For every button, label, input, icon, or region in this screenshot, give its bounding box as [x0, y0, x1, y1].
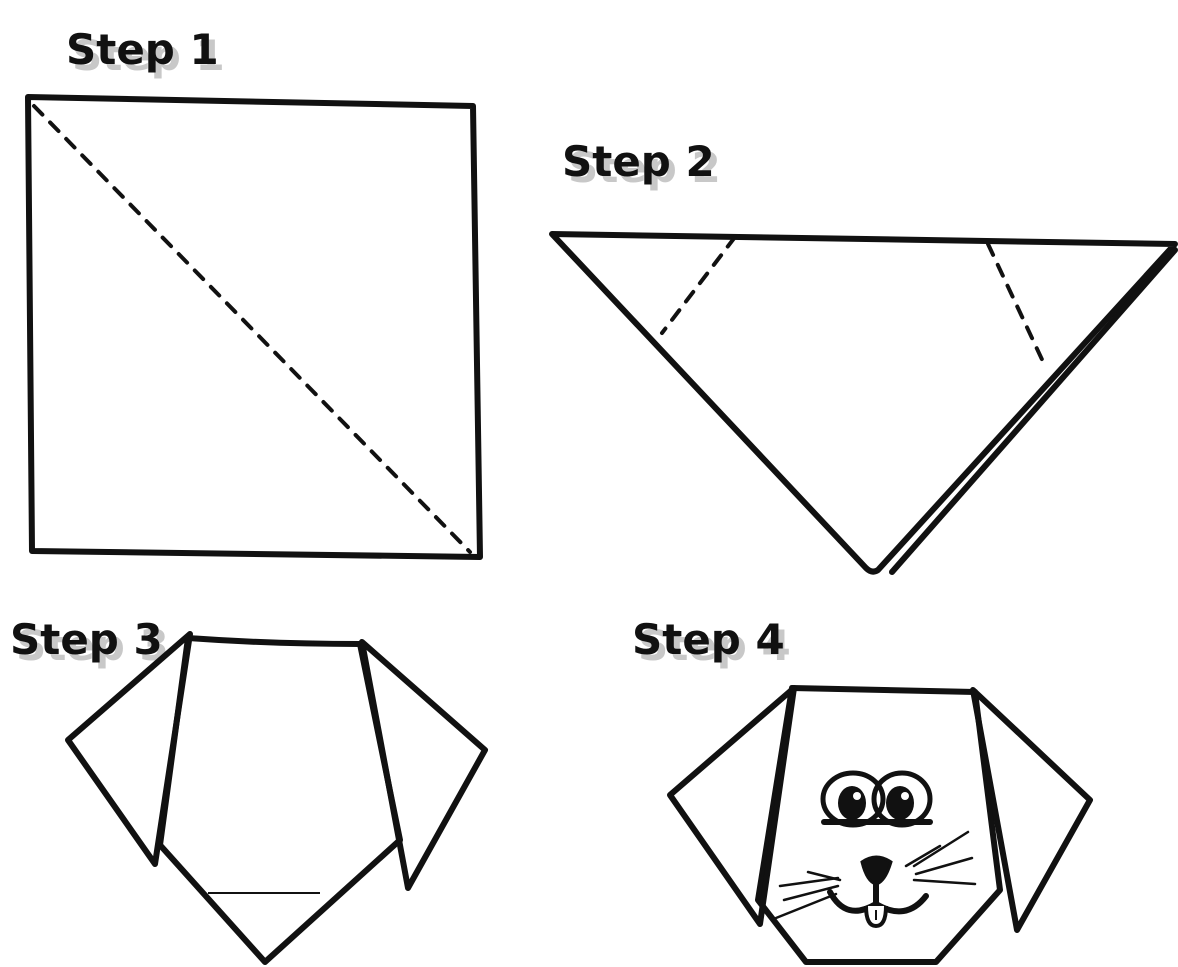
step-4-label: Step 4	[632, 615, 785, 664]
dog-left-ear	[670, 688, 794, 924]
square-paper	[28, 97, 480, 557]
step-2: Step 2 Step 2	[552, 137, 1175, 572]
step-2-label: Step 2	[562, 137, 715, 186]
step-1: Step 1 Step 1	[28, 25, 480, 557]
step-3-label: Step 3	[10, 615, 163, 664]
right-ear	[362, 642, 485, 888]
left-ear-fold-line	[662, 237, 735, 333]
step-4: Step 4 Step 4	[632, 615, 1090, 962]
dog-nose	[862, 857, 891, 884]
triangle-paper	[552, 234, 1175, 572]
right-ear-fold-line	[988, 244, 1046, 368]
diagonal-fold-line	[34, 106, 470, 552]
head-outline	[160, 638, 400, 962]
triangle-back-edge	[892, 250, 1175, 572]
step-3: Step 3 Step 3	[10, 615, 485, 962]
step-1-label: Step 1	[66, 25, 219, 74]
dog-eyes	[823, 773, 930, 825]
